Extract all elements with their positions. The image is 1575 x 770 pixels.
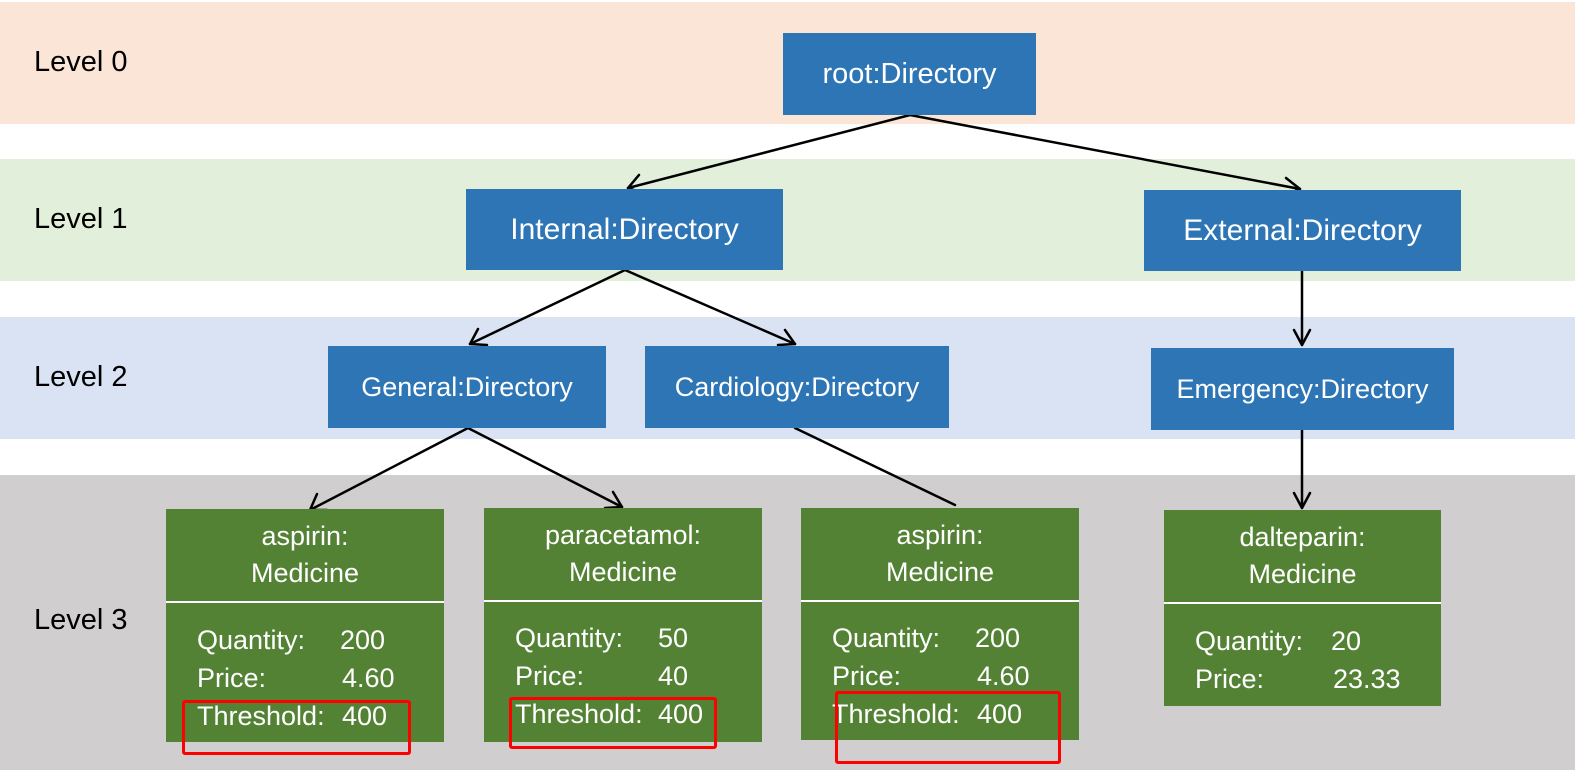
price-label: Price:	[1195, 664, 1265, 694]
medicine-name: dalteparin:	[1239, 522, 1366, 552]
arrowhead	[603, 490, 624, 510]
emergency-directory-label: Emergency:Directory	[1176, 373, 1429, 404]
cardiology-directory-label: Cardiology:Directory	[674, 371, 920, 402]
threshold-value: 400	[658, 699, 704, 729]
medicine-header: dalteparin: Medicine	[1164, 510, 1441, 604]
threshold-value: 400	[342, 701, 388, 731]
threshold-label: Threshold:	[832, 699, 960, 729]
medicine-name: aspirin:	[261, 521, 349, 551]
price-value: 23.33	[1333, 664, 1401, 694]
threshold-highlight-box	[835, 691, 1061, 764]
arrowhead	[1292, 328, 1312, 347]
price-label: Price:	[832, 661, 902, 691]
edge-general-paracetamol	[466, 426, 624, 509]
quantity-label: Quantity:	[832, 623, 941, 653]
quantity-value: 200	[975, 623, 1021, 653]
threshold-label: Threshold:	[197, 701, 325, 731]
medicine-type: Medicine	[1248, 559, 1357, 589]
external-directory-node[interactable]: External:Directory	[1144, 190, 1461, 271]
level-3-label: Level 3	[34, 604, 128, 636]
internal-directory-node[interactable]: Internal:Directory	[466, 189, 783, 270]
price-value: 40	[658, 661, 689, 691]
quantity-value: 200	[340, 625, 386, 655]
quantity-value: 50	[658, 623, 689, 653]
medicine-type: Medicine	[568, 557, 678, 587]
arrowhead	[776, 328, 797, 347]
medicine-node-dalteparin[interactable]: dalteparin: Medicine Quantity: 20 Price:…	[1164, 510, 1441, 706]
external-directory-label: External:Directory	[1183, 213, 1422, 247]
cardiology-directory-node[interactable]: Cardiology:Directory	[645, 346, 949, 428]
edge-cardiology-aspirin	[793, 426, 957, 507]
medicine-header: aspirin: Medicine	[166, 509, 444, 603]
general-directory-node[interactable]: General:Directory	[328, 346, 606, 428]
threshold-highlight-box	[509, 697, 717, 749]
level-2-label: Level 2	[34, 361, 128, 393]
medicine-name: paracetamol:	[544, 520, 702, 550]
medicine-type: Medicine	[885, 557, 995, 587]
arrowhead	[1292, 491, 1312, 510]
medicine-name: aspirin:	[896, 520, 984, 550]
threshold-value: 400	[977, 699, 1023, 729]
internal-directory-label: Internal:Directory	[510, 212, 739, 246]
threshold-highlight-box	[182, 700, 411, 755]
price-value: 4.60	[342, 663, 395, 693]
level-1-label: Level 1	[34, 203, 128, 235]
price-label: Price:	[197, 663, 267, 693]
threshold-label: Threshold:	[515, 699, 643, 729]
root-directory-label: root:Directory	[822, 57, 997, 90]
edge-root-external	[908, 113, 1302, 191]
medicine-node-aspirin-general[interactable]: aspirin: Medicine Quantity: 200 Price: 4…	[166, 509, 444, 742]
quantity-label: Quantity:	[515, 623, 624, 653]
general-directory-label: General:Directory	[361, 371, 573, 402]
quantity-label: Quantity:	[1195, 626, 1304, 656]
edge-root-internal	[626, 113, 912, 190]
root-directory-node[interactable]: root:Directory	[783, 33, 1036, 115]
medicine-header: aspirin: Medicine	[801, 508, 1079, 602]
medicine-type: Medicine	[250, 558, 360, 588]
price-label: Price:	[515, 661, 585, 691]
quantity-label: Quantity:	[197, 625, 306, 655]
price-value: 4.60	[977, 661, 1030, 691]
arrowhead	[468, 327, 489, 347]
edge-internal-cardiology	[623, 268, 797, 346]
medicine-node-aspirin-cardiology[interactable]: aspirin: Medicine Quantity: 200 Price: 4…	[801, 508, 1079, 740]
level-0-label: Level 0	[34, 46, 128, 78]
quantity-value: 20	[1331, 626, 1362, 656]
edge-internal-general	[468, 268, 627, 346]
edge-general-aspirin	[308, 426, 470, 512]
emergency-directory-node[interactable]: Emergency:Directory	[1151, 348, 1454, 430]
medicine-header: paracetamol: Medicine	[484, 508, 762, 602]
